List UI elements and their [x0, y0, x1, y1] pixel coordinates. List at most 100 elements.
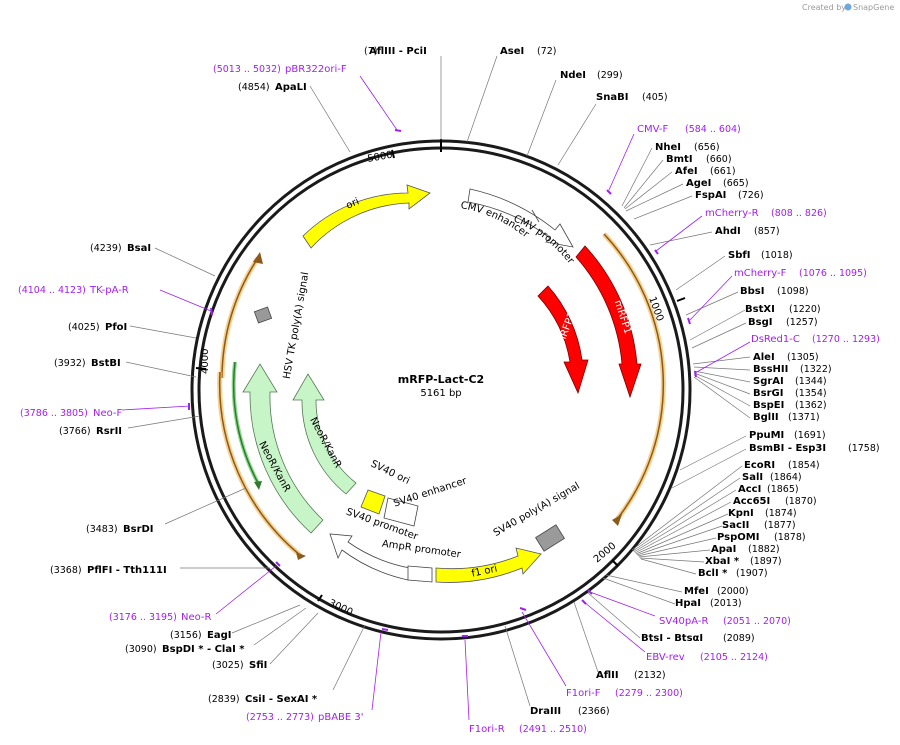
site-pos: (3932) — [54, 358, 86, 369]
site-pos: (2013) — [710, 598, 742, 609]
site-pos: (405) — [642, 92, 668, 103]
site-pos: (1098) — [777, 286, 809, 297]
site-pos: (661) — [710, 166, 736, 177]
feature-hsv-label: HSV TK poly(A) signal — [282, 271, 312, 380]
primer-name: Neo-F — [93, 408, 123, 419]
site-pos: (3156) — [170, 630, 202, 641]
site-name: FspAI — [695, 190, 726, 201]
site-pos: (4854) — [238, 82, 270, 93]
site-name: BsrGI — [753, 388, 783, 399]
site-pos: (2839) — [208, 694, 240, 705]
site-pos: (3766) — [59, 426, 91, 437]
site-pos: (1874) — [765, 508, 797, 519]
site-pos: (3483) — [86, 524, 118, 535]
site-pos: (72) — [537, 46, 557, 57]
primer-leader-lines — [121, 75, 751, 721]
primer-name: F1ori-F — [566, 688, 601, 699]
snapgene-logo-icon — [844, 3, 852, 11]
site-name: BtsI - BtsαI — [641, 633, 703, 644]
site-pos: (3090) — [125, 644, 157, 655]
site-pos: (299) — [597, 70, 623, 81]
site-pos: (1344) — [795, 376, 827, 387]
site-pos: (1870) — [785, 496, 817, 507]
tick-5000: 5000 — [367, 150, 394, 165]
primer-name: F1ori-R — [469, 724, 505, 735]
site-name: KpnI — [728, 508, 754, 519]
site-pos: (1362) — [795, 400, 827, 411]
site-pos: (1758) — [848, 443, 880, 454]
site-name: RsrII — [96, 426, 122, 437]
site-pos: (656) — [694, 142, 720, 153]
feature-ori — [302, 184, 431, 249]
site-name: PfoI — [105, 322, 127, 333]
plasmid-name: mRFP-Lact-C2 — [398, 373, 484, 386]
site-pos: (1257) — [786, 317, 818, 328]
site-pos: (2000) — [717, 586, 749, 597]
primer-marks — [188, 129, 697, 637]
site-name: SalI — [742, 472, 763, 483]
feature-sv40-enhancer — [383, 497, 419, 527]
site-pos: (1854) — [788, 460, 820, 471]
primer-range: (3786 .. 3805) — [20, 408, 88, 419]
site-pos: (1897) — [750, 556, 782, 567]
feature-hsv-box — [253, 306, 273, 324]
feature-neor-outer — [242, 363, 324, 534]
site-name: BsgI — [748, 317, 772, 328]
primer-arc-right — [602, 232, 666, 526]
site-name: NdeI — [560, 70, 586, 81]
feature-neor-inner — [292, 373, 357, 495]
feature-f1-ori — [435, 547, 542, 583]
site-pos: (1220) — [789, 304, 821, 315]
site-name: AleI — [753, 352, 775, 363]
site-name: BbsI — [740, 286, 764, 297]
primer-name: EBV-rev — [646, 652, 685, 663]
site-name: PpuMI — [749, 430, 784, 441]
feature-sv40-polya-box — [535, 524, 565, 552]
site-pos: (2089) — [723, 633, 755, 644]
site-name: BmtI — [666, 154, 693, 165]
site-pos: (3368) — [50, 565, 82, 576]
site-name: EcoRI — [744, 460, 775, 471]
primer-range: (2105 .. 2124) — [700, 652, 768, 663]
site-name: XbaI * — [705, 556, 740, 567]
feature-cmv — [467, 188, 574, 248]
site-name: BspEI — [753, 400, 784, 411]
primer-name: pBABE 3' — [318, 712, 364, 723]
primer-range: (4104 .. 4123) — [18, 285, 86, 296]
primer-range: (1076 .. 1095) — [799, 268, 867, 279]
site-name: BsmBI - Esp3I — [749, 443, 826, 454]
site-pos: (660) — [706, 154, 732, 165]
site-name: AfeI — [675, 166, 698, 177]
site-name: BstBI — [91, 358, 121, 369]
site-pos: (1018) — [761, 250, 793, 261]
site-pos: (1865) — [767, 484, 799, 495]
site-name: AflIII - PciI — [369, 46, 427, 57]
site-pos: (1354) — [795, 388, 827, 399]
site-name: SfiI — [249, 660, 267, 671]
site-pos: (1907) — [736, 568, 768, 579]
feature-sv40-ori-label: SV40 ori — [369, 459, 412, 487]
site-pos: (2132) — [634, 670, 666, 681]
tick-marks — [195, 139, 686, 602]
primer-range: (2753 .. 2773) — [246, 712, 314, 723]
primer-range: (584 .. 604) — [685, 124, 741, 135]
feature-mrfp1-outer — [575, 245, 642, 399]
site-pos: (7) — [364, 46, 377, 57]
primer-range: (2051 .. 2070) — [723, 616, 791, 627]
primer-name: SV40pA-R — [659, 616, 708, 627]
tick-4000: 4000 — [200, 349, 211, 374]
site-pos: (665) — [723, 178, 749, 189]
primer-range: (2279 .. 2300) — [615, 688, 683, 699]
site-name: AgeI — [686, 178, 711, 189]
feature-sv40-ori — [360, 489, 386, 515]
site-name: BstXI — [745, 304, 775, 315]
site-name: ApaI — [711, 544, 736, 555]
site-name: SacII — [722, 520, 749, 531]
primer-name: CMV-F — [637, 124, 668, 135]
feature-sv40-promoter — [329, 533, 411, 581]
primer-range: (3176 .. 3195) — [109, 612, 177, 623]
primer-name: TK-pA-R — [89, 285, 129, 296]
feature-ori-label: ori — [344, 196, 361, 211]
site-pos: (1882) — [748, 544, 780, 555]
site-name: SbfI — [728, 250, 750, 261]
